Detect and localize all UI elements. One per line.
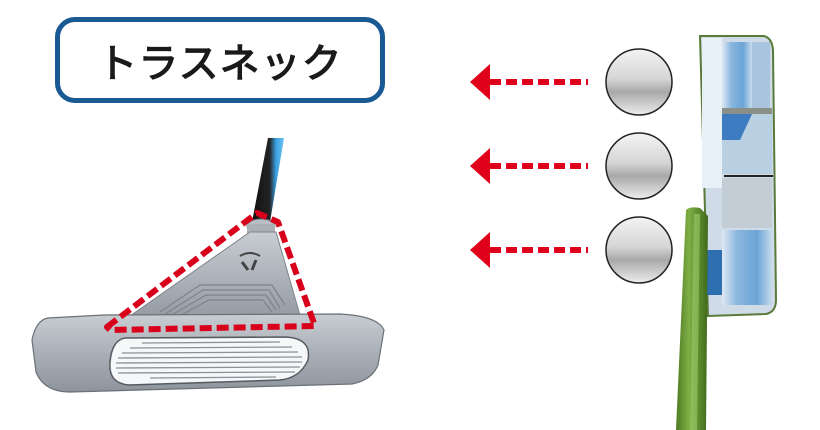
golf-ball-top [605, 48, 673, 116]
golf-ball-middle [605, 132, 673, 200]
golf-ball-bottom [605, 216, 673, 284]
title-box: トラスネック [55, 17, 385, 103]
arrow-middle [470, 148, 588, 184]
title-text: トラスネック [97, 41, 343, 87]
arrow-bottom [470, 232, 588, 268]
arrow-top [470, 64, 588, 100]
putter-front-view [31, 138, 385, 393]
truss-highlight-outline [104, 210, 318, 333]
putter-side-view [676, 35, 778, 430]
brand-logo-icon [239, 252, 261, 271]
